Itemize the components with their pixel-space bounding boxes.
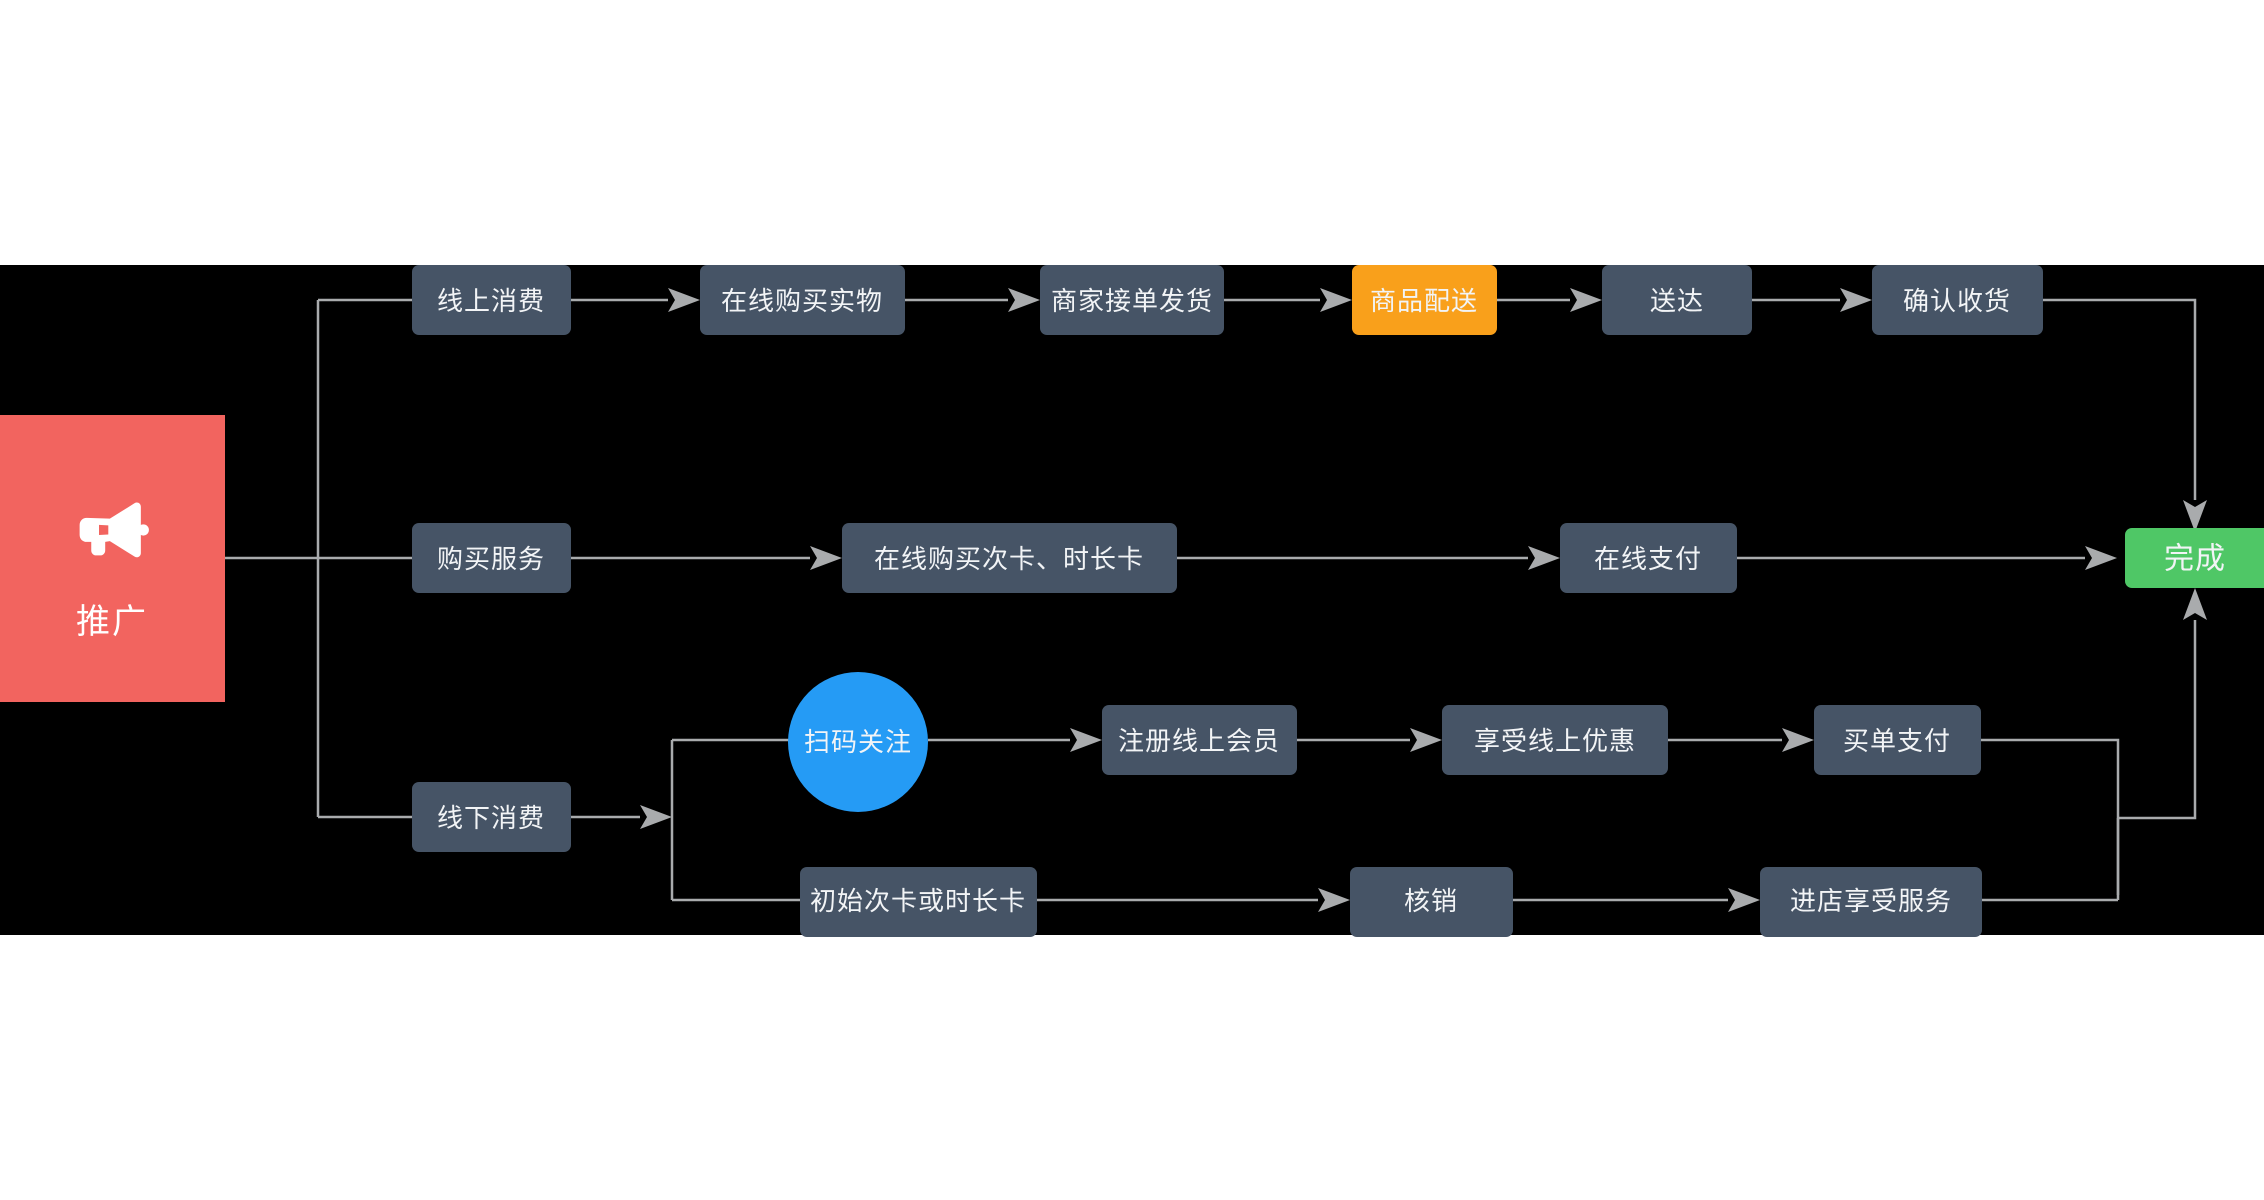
- node-buy-physical-online[interactable]: 在线购买实物: [700, 265, 905, 335]
- node-in-store-service[interactable]: 进店享受服务: [1760, 867, 1982, 937]
- arrowhead-online-to-buyphysical: [668, 288, 700, 312]
- node-buy-service-label: 购买服务: [437, 544, 545, 574]
- node-online-consumption-label: 线上消费: [437, 286, 545, 316]
- promo-label: 推广: [76, 603, 148, 641]
- node-delivered[interactable]: 送达: [1602, 265, 1752, 335]
- node-complete-box: [2125, 528, 2264, 588]
- arrowhead-register-to-discount: [1410, 728, 1442, 752]
- node-complete-label: 完成: [2164, 543, 2226, 576]
- node-offline-consumption-box: [412, 782, 571, 852]
- node-init-card-box: [800, 867, 1037, 937]
- node-online-payment[interactable]: 在线支付: [1560, 523, 1737, 593]
- node-goods-delivery-label: 商品配送: [1370, 286, 1478, 316]
- node-goods-delivery-box: [1352, 265, 1497, 335]
- node-confirm-receipt[interactable]: 确认收货: [1872, 265, 2043, 335]
- node-init-card[interactable]: 初始次卡或时长卡: [800, 867, 1037, 937]
- connector-checkout-merge: [1981, 738, 2120, 895]
- node-complete[interactable]: 完成: [2125, 528, 2264, 588]
- node-checkout-payment-box: [1814, 705, 1981, 775]
- node-merchant-ship-label: 商家接单发货: [1051, 286, 1213, 316]
- arrowhead-offline-to-split: [640, 805, 672, 829]
- node-scan-follow-circle: [788, 672, 928, 812]
- arrowhead-buycard-to-payment: [1528, 546, 1560, 570]
- connector-layer: [225, 288, 2207, 912]
- node-redeem-box: [1350, 867, 1513, 937]
- node-register-member-label: 注册线上会员: [1118, 726, 1280, 756]
- node-confirm-receipt-box: [1872, 265, 2043, 335]
- node-merchant-ship[interactable]: 商家接单发货: [1040, 265, 1224, 335]
- arrowhead-redeem-to-instore: [1728, 888, 1760, 912]
- node-enjoy-discount[interactable]: 享受线上优惠: [1442, 705, 1668, 775]
- arrowhead-confirm-to-complete: [2183, 500, 2207, 532]
- node-checkout-payment[interactable]: 买单支付: [1814, 705, 1981, 775]
- node-register-member-box: [1102, 705, 1297, 775]
- node-buy-card-online-label: 在线购买次卡、时长卡: [874, 544, 1144, 574]
- node-in-store-service-box: [1760, 867, 1982, 937]
- arrowhead-discount-to-checkout: [1782, 728, 1814, 752]
- arrowhead-delivery-to-delivered: [1570, 288, 1602, 312]
- arrowhead-merge-to-complete: [2183, 588, 2207, 620]
- arrowhead-payment-to-complete: [2085, 546, 2117, 570]
- node-in-store-service-label: 进店享受服务: [1790, 886, 1952, 916]
- arrowhead-buyphysical-to-ship: [1008, 288, 1040, 312]
- connector-merge-to-complete: [2118, 620, 2197, 820]
- node-scan-follow-label: 扫码关注: [804, 727, 912, 757]
- node-online-consumption-box: [412, 265, 571, 335]
- node-buy-physical-online-label: 在线购买实物: [721, 286, 883, 316]
- arrowhead-delivered-to-confirm: [1840, 288, 1872, 312]
- node-buy-card-online-box: [842, 523, 1177, 593]
- node-register-member[interactable]: 注册线上会员: [1102, 705, 1297, 775]
- node-offline-consumption[interactable]: 线下消费: [412, 782, 571, 852]
- promo-block-background: [0, 415, 225, 702]
- node-delivered-box: [1602, 265, 1752, 335]
- megaphone-icon: [79, 502, 149, 558]
- node-buy-physical-online-box: [700, 265, 905, 335]
- node-redeem[interactable]: 核销: [1350, 867, 1513, 937]
- arrowhead-scan-to-register: [1070, 728, 1102, 752]
- node-buy-service[interactable]: 购买服务: [412, 523, 571, 593]
- node-goods-delivery[interactable]: 商品配送: [1352, 265, 1497, 335]
- node-delivered-label: 送达: [1650, 286, 1704, 316]
- node-scan-follow[interactable]: 扫码关注: [788, 672, 928, 812]
- node-online-payment-label: 在线支付: [1594, 544, 1702, 574]
- node-offline-consumption-label: 线下消费: [437, 803, 545, 833]
- node-online-payment-box: [1560, 523, 1737, 593]
- arrowhead-service-to-buycard: [810, 546, 842, 570]
- node-confirm-receipt-label: 确认收货: [1903, 286, 2011, 316]
- connector-confirm-to-complete: [2043, 298, 2197, 500]
- arrowhead-ship-to-delivery: [1320, 288, 1352, 312]
- start-node-promotion[interactable]: 推广: [0, 415, 225, 702]
- node-buy-service-box: [412, 523, 571, 593]
- node-enjoy-discount-box: [1442, 705, 1668, 775]
- diagram-panel-background: [0, 265, 2264, 935]
- node-buy-card-online[interactable]: 在线购买次卡、时长卡: [842, 523, 1177, 593]
- node-init-card-label: 初始次卡或时长卡: [810, 886, 1026, 916]
- node-redeem-label: 核销: [1404, 886, 1458, 916]
- node-merchant-ship-box: [1040, 265, 1224, 335]
- node-enjoy-discount-label: 享受线上优惠: [1474, 726, 1636, 756]
- node-online-consumption[interactable]: 线上消费: [412, 265, 571, 335]
- arrowhead-initcard-to-redeem: [1318, 888, 1350, 912]
- node-checkout-payment-label: 买单支付: [1843, 726, 1951, 756]
